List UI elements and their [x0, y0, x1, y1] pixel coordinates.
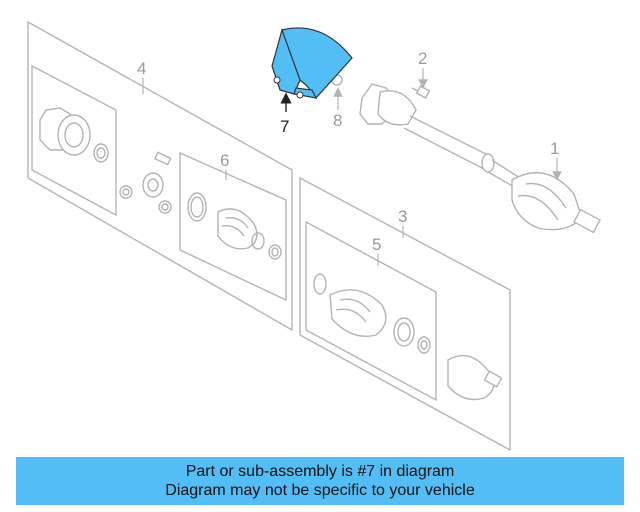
info-banner: Part or sub-assembly is #7 in diagram Di…: [16, 457, 624, 505]
callout-4: 4: [137, 59, 146, 78]
banner-line-2: Diagram may not be specific to your vehi…: [165, 482, 475, 499]
axle-shaft: [359, 83, 601, 234]
outer-cv-joint-parts: [39, 107, 109, 163]
kit-panel-3: [299, 176, 511, 452]
boot-kit-5: [313, 273, 431, 354]
leader-lines: [142, 68, 562, 266]
inner-cv-joint: [447, 354, 503, 401]
callout-1: 1: [550, 139, 559, 158]
highlighted-bracket-7[interactable]: [271, 27, 353, 99]
kit-panel-4: [27, 20, 293, 332]
boot-kit-6: [187, 192, 282, 260]
callout-7: 7: [280, 117, 289, 136]
callout-8: 8: [333, 111, 342, 130]
banner-line-1: Part or sub-assembly is #7 in diagram: [185, 463, 455, 480]
callout-5: 5: [372, 235, 381, 254]
callout-3: 3: [398, 207, 407, 226]
callout-6: 6: [220, 151, 229, 170]
callout-2: 2: [418, 49, 427, 68]
small-hardware-parts: [119, 151, 172, 214]
